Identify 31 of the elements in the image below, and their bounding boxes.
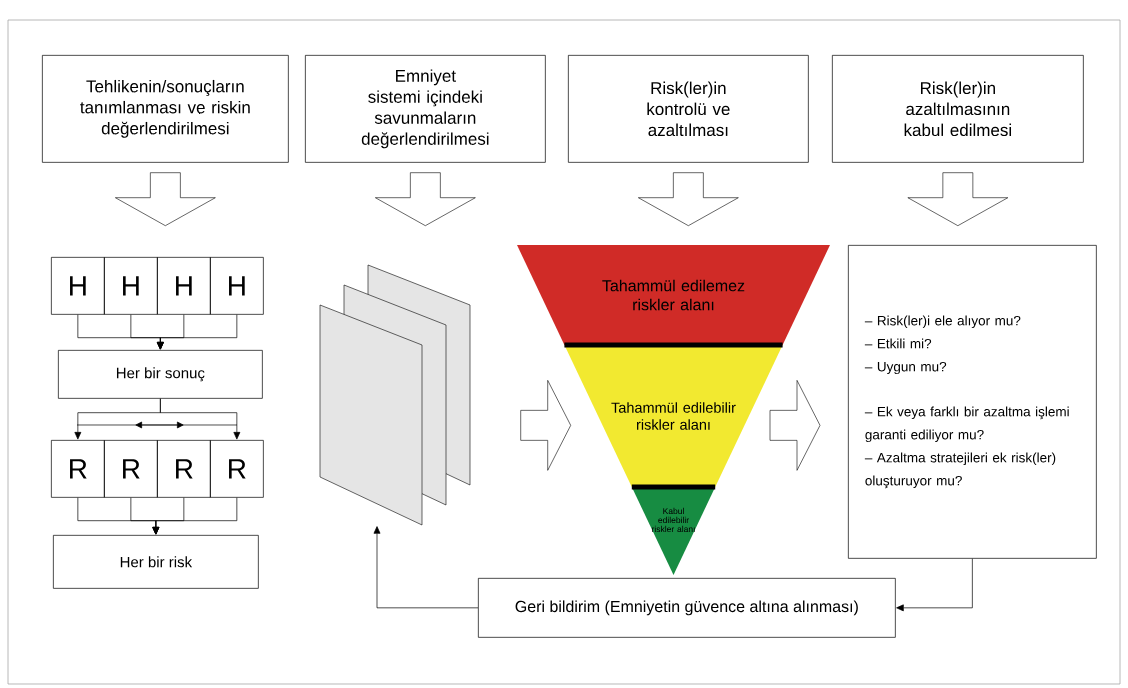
letter-cell: R (210, 440, 264, 498)
block-arrow (907, 172, 1009, 226)
step-box: Emniyet sistemi içindeki savunmaların değerlendirilmesi (305, 55, 546, 163)
letter-cell: H (104, 257, 158, 315)
block-arrow (520, 380, 571, 471)
letter-cell: H (210, 257, 264, 315)
risk-band: Tahammül edilemez riskler alanı (517, 245, 830, 345)
letter-cell: R (104, 440, 158, 498)
block-arrow (769, 380, 821, 471)
letter-cell: R (157, 440, 211, 498)
step-box: Tehlikenin/sonuçların tanımlanması ve riskin değerlendirilmesi (42, 55, 289, 163)
arrow (160, 398, 241, 440)
risk-band: Kabul edilebilir riskler alanı (631, 487, 716, 575)
page-stack-drawing (319, 264, 471, 526)
result-box: Her bir sonuç (58, 350, 263, 399)
step-box: Risk(ler)in azaltılmasının kabul edilmesi (832, 55, 1084, 163)
result-box: Her bir risk (53, 535, 259, 589)
letter-cell: R (51, 440, 105, 498)
arrow (152, 497, 238, 535)
arrow (156, 314, 238, 350)
feedback-box: Geri bildirim (Emniyetin güvence altına alınması) (478, 578, 896, 638)
arrow (896, 558, 973, 612)
question-box: – Risk(ler)i ele alıyor mu? – Etkili mi? – Uygun mu? – Ek veya farklı bir azaltma işlemi garanti ediliyor mu? – Azaltma stratejileri ek risk(ler) oluşturuyor mu? (848, 245, 1097, 559)
risk-band: Tahammül edilebilir riskler alanı (564, 345, 783, 487)
step-box: Risk(ler)in kontrolü ve azaltılması (568, 55, 809, 163)
block-arrow (638, 172, 739, 226)
block-arrow (375, 172, 476, 226)
letter-cell: H (157, 257, 211, 315)
arrow (373, 526, 479, 609)
block-arrow (115, 172, 216, 226)
letter-cell: H (51, 257, 105, 315)
